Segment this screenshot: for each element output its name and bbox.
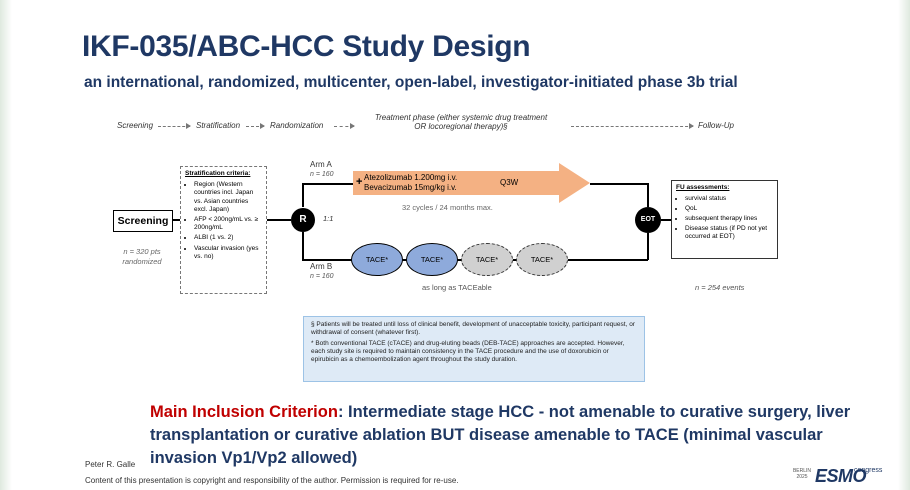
phase-followup: Follow-Up xyxy=(698,121,735,130)
arm-a-drug1: Atezolizumab 1.200mg i.v. xyxy=(364,173,458,182)
arm-b-n: n = 160 xyxy=(310,273,334,280)
phase-arrow-1 xyxy=(158,123,191,129)
randomization-circle: R xyxy=(291,208,315,232)
screening-n-line1: n = 320 pts xyxy=(123,247,161,256)
footnote-tace: * Both conventional TACE (cTACE) and dru… xyxy=(311,340,625,363)
screening-n-line2: randomized xyxy=(122,257,162,266)
stratification-item: Vascular invasion (yes vs. no) xyxy=(194,245,262,261)
followup-title: FU assessments: xyxy=(676,184,730,191)
arm-a-drugs: Atezolizumab 1.200mg i.v. Bevacizumab 15… xyxy=(364,173,457,193)
screening-box: Screening xyxy=(113,210,173,232)
phase-treatment-line2: OR locoregional therapy)§ xyxy=(414,122,508,131)
arm-a-n: n = 160 xyxy=(310,171,334,178)
stratification-box: Stratification criteria: Region (Western… xyxy=(180,166,267,294)
randomization-ratio: 1:1 xyxy=(323,214,334,223)
esmo-logo: BERLIN 2025 ESMO congress xyxy=(790,466,883,488)
arm-a-plus: + xyxy=(356,176,363,188)
arm-b-label: Arm B xyxy=(310,262,333,271)
esmo-logo-name: ESMO xyxy=(815,466,867,486)
followup-item: Disease status (if PD not yet occurred a… xyxy=(685,225,773,242)
copyright-notice: Content of this presentation is copyrigh… xyxy=(85,476,459,485)
stratification-item: AFP < 200ng/mL vs. ≥ 200ng/mL xyxy=(194,216,262,232)
slide-left-edge xyxy=(0,0,12,490)
line-arm-a xyxy=(302,183,354,185)
tace-ellipse-optional: TACE* xyxy=(516,243,568,276)
line-eot-fu xyxy=(661,219,671,221)
footnote-treatment: § Patients will be treated until loss of… xyxy=(311,321,635,336)
stratification-item: ALBI (1 vs. 2) xyxy=(194,234,262,242)
tace-ellipse: TACE* xyxy=(406,243,458,276)
eot-circle: EOT xyxy=(635,207,661,233)
followup-list: survival status QoL subsequent therapy l… xyxy=(676,195,773,242)
phase-stratification: Stratification xyxy=(196,121,241,130)
followup-item: survival status xyxy=(685,195,773,204)
followup-n-events: n = 254 events xyxy=(695,283,745,292)
inclusion-criterion: Main Inclusion Criterion: Intermediate s… xyxy=(150,401,860,470)
line-eot-down xyxy=(647,233,649,260)
footnote-box: § Patients will be treated until loss of… xyxy=(303,316,645,382)
author: Peter R. Galle xyxy=(85,460,136,469)
arm-a-schedule: Q3W xyxy=(500,178,519,187)
followup-box: FU assessments: survival status QoL subs… xyxy=(671,180,778,259)
inclusion-criterion-label: Main Inclusion Criterion xyxy=(150,403,338,421)
phase-arrow-4 xyxy=(571,123,694,129)
screening-n: n = 320 pts randomized xyxy=(112,247,172,267)
phase-treatment: Treatment phase (either systemic drug tr… xyxy=(355,113,567,131)
stratification-item: Region (Western countries incl. Japan vs… xyxy=(194,181,262,214)
line-strat-random xyxy=(267,219,291,221)
phase-screening: Screening xyxy=(117,121,154,130)
phase-arrow-3 xyxy=(334,123,355,129)
line-arm-a-to-eot xyxy=(590,183,648,185)
line-screening-strat xyxy=(172,219,180,221)
slide-right-edge xyxy=(898,0,910,490)
phase-treatment-line1: Treatment phase (either systemic drug tr… xyxy=(374,113,548,122)
slide-subtitle: an international, randomized, multicente… xyxy=(84,74,738,91)
arm-a-label: Arm A xyxy=(310,160,332,169)
line-random-down xyxy=(302,232,304,260)
tace-ellipse-optional: TACE* xyxy=(461,243,513,276)
slide-title: IKF-035/ABC-HCC Study Design xyxy=(82,30,531,63)
arm-a-drug2: Bevacizumab 15mg/kg i.v. xyxy=(364,183,457,192)
arm-b-note: as long as TACEable xyxy=(422,283,492,292)
stratification-list: Region (Western countries incl. Japan vs… xyxy=(185,181,262,261)
esmo-logo-city: BERLIN 2025 xyxy=(792,468,812,480)
line-random-up xyxy=(302,183,304,207)
stratification-title: Stratification criteria: xyxy=(185,170,251,177)
esmo-logo-suffix: congress xyxy=(854,467,883,474)
tace-ellipse: TACE* xyxy=(351,243,403,276)
phase-randomization: Randomization xyxy=(270,121,324,130)
inclusion-criterion-text: : Intermediate stage HCC - not amenable … xyxy=(150,403,851,467)
phase-arrow-2 xyxy=(246,123,265,129)
arm-a-duration: 32 cycles / 24 months max. xyxy=(402,203,493,212)
line-eot-up xyxy=(647,183,649,207)
followup-item: subsequent therapy lines xyxy=(685,215,773,224)
followup-item: QoL xyxy=(685,205,773,214)
